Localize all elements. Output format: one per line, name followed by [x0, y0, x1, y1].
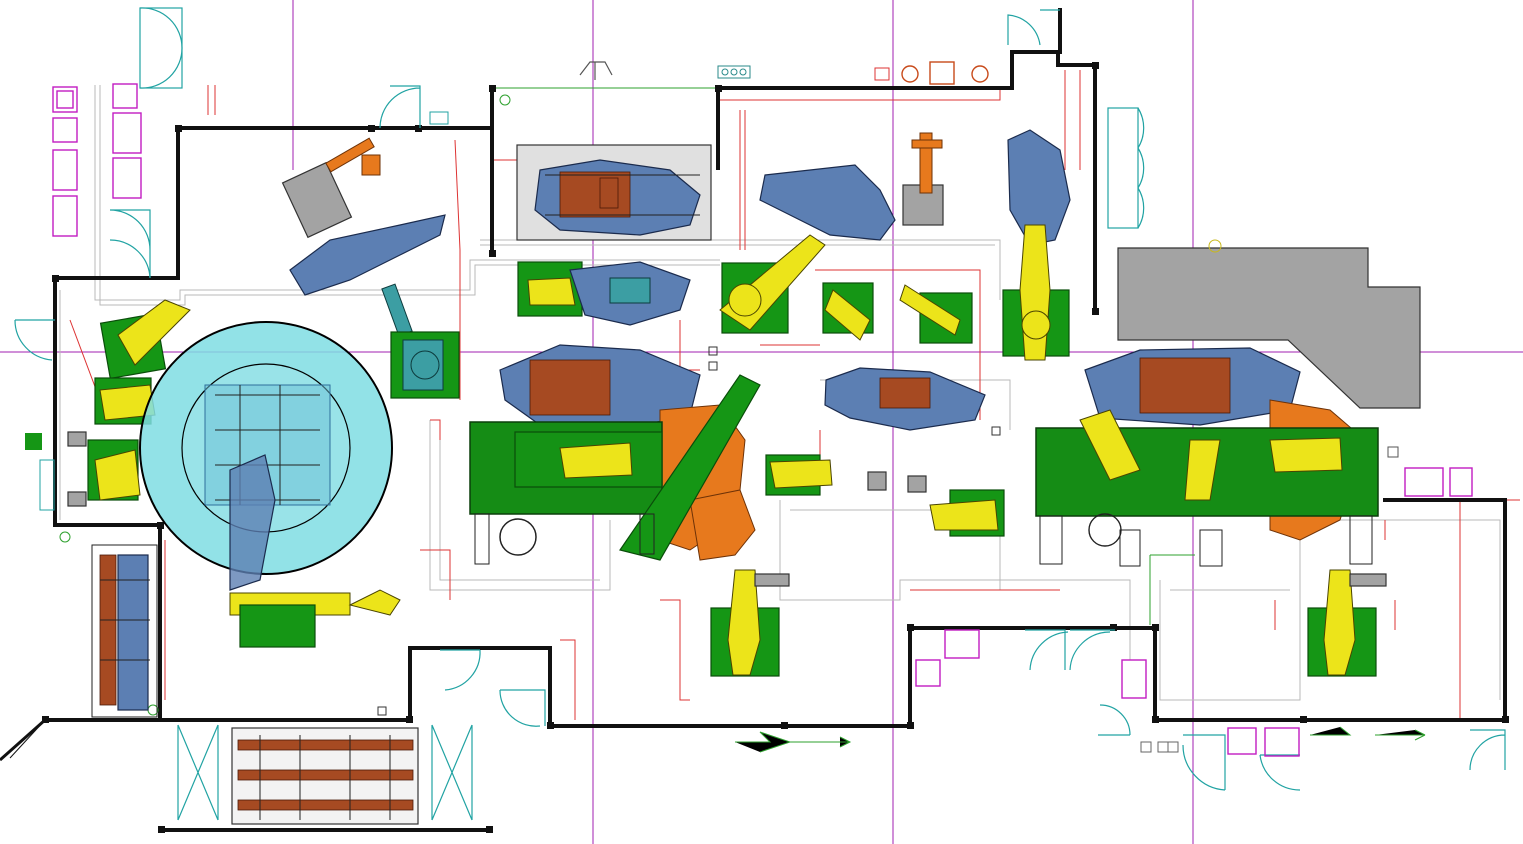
main-cell-left [469, 344, 761, 565]
fixture-station-bottom [231, 727, 419, 825]
robot-icon [117, 299, 191, 366]
station-upper-right [759, 129, 1071, 361]
door-icon [139, 7, 183, 89]
pillars [42, 62, 1509, 833]
direction-arrow-icon [735, 731, 852, 753]
fixture-station-left-vertical [91, 544, 158, 718]
pillar-icon [175, 125, 182, 132]
robot-station-center-top [517, 234, 826, 334]
car-body-icon [759, 164, 896, 241]
operator-station-icon [52, 86, 78, 113]
robot-station-bottom-center [710, 569, 790, 677]
fixture-station-upper-mid [516, 144, 712, 241]
robot-cluster-left [25, 299, 191, 511]
robot-station-overhead [281, 137, 460, 399]
main-cell-right [1035, 247, 1421, 625]
doors [14, 7, 1506, 821]
rotary-table-zone [139, 321, 401, 648]
robot-station-middle [765, 282, 1005, 537]
utility-symbols-top [59, 61, 989, 716]
operator-stations [52, 83, 1473, 757]
robot-station-bottom-right [1307, 569, 1387, 677]
flow-arrows [735, 726, 1426, 753]
small-equipment [377, 111, 1399, 753]
